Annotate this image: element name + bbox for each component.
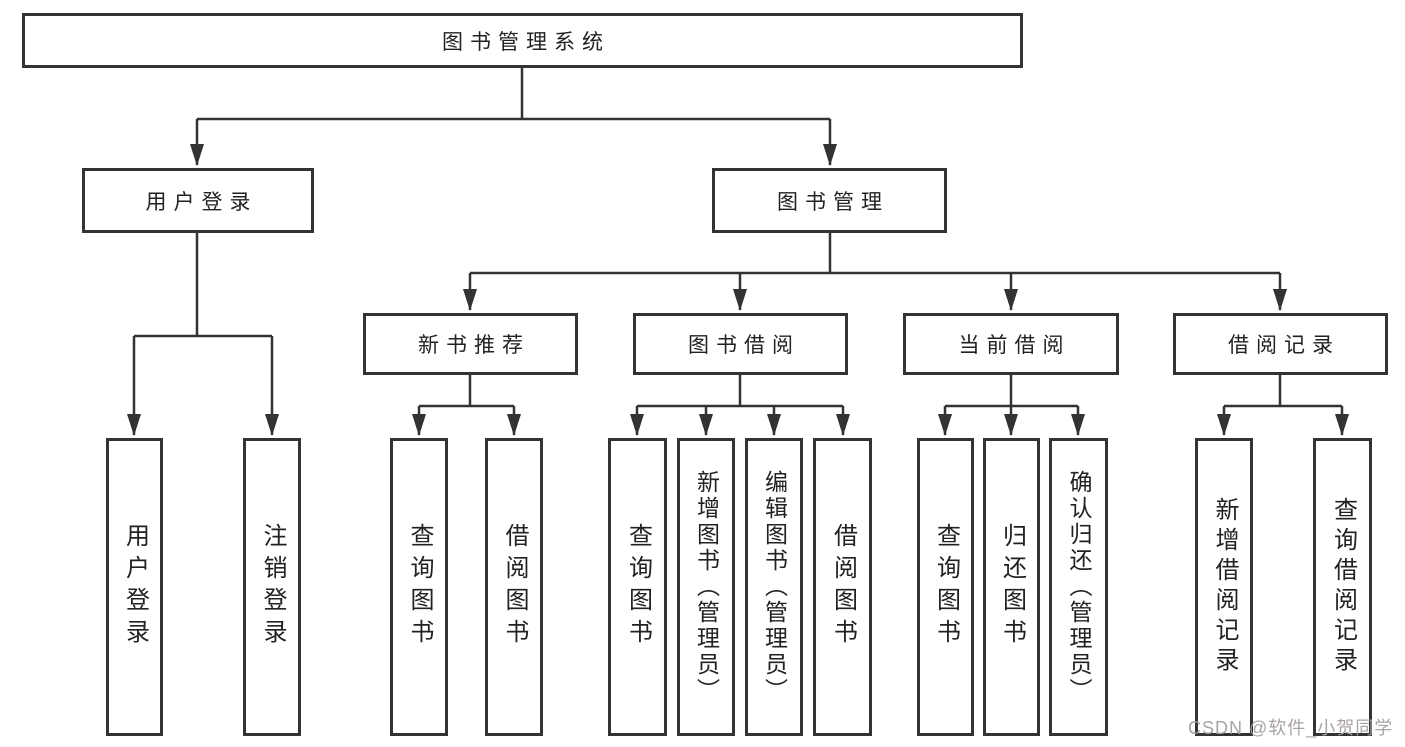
node-label: 借阅图书: [829, 523, 857, 651]
leaf-borrow-edit-books-admin: 编辑图书（管理员）: [745, 438, 803, 736]
edge-records-to-leaves: [1217, 375, 1349, 436]
node-new-book-recommend: 新书推荐: [363, 313, 578, 375]
leaf-recommend-query-books: 查询图书: [390, 438, 448, 736]
leaf-current-query-books: 查询图书: [917, 438, 974, 736]
node-label: 查询借阅记录: [1329, 497, 1357, 677]
node-label: 图书借阅: [688, 334, 800, 357]
edge-book-management-to-level3: [463, 233, 1287, 311]
leaf-recommend-borrow-books: 借阅图书: [485, 438, 543, 736]
leaf-user-login: 用户登录: [106, 438, 163, 736]
edge-current-to-leaves: [938, 375, 1085, 436]
node-label: 借阅记录: [1228, 334, 1340, 357]
node-label: 编辑图书（管理员）: [761, 470, 788, 704]
node-label: 当前借阅: [958, 334, 1071, 357]
node-user-login: 用户登录: [82, 168, 314, 233]
node-borrow-records: 借阅记录: [1173, 313, 1388, 375]
node-library-system: 图书管理系统: [22, 13, 1023, 68]
node-label: 新书推荐: [418, 334, 530, 357]
node-book-borrow: 图书借阅: [633, 313, 848, 375]
node-label: 新增借阅记录: [1211, 497, 1238, 677]
node-label: 图书管理系统: [442, 30, 610, 54]
edge-user-login-to-leaves: [127, 233, 279, 436]
leaf-borrow-borrow-books: 借阅图书: [813, 438, 872, 736]
leaf-borrow-query-books: 查询图书: [608, 438, 667, 736]
node-label: 归还图书: [998, 523, 1026, 651]
node-label: 新增图书（管理员）: [693, 470, 720, 704]
leaf-current-confirm-return-admin: 确认归还（管理员）: [1049, 438, 1108, 736]
node-label: 确认归还（管理员）: [1066, 470, 1092, 704]
leaf-records-query-record: 查询借阅记录: [1313, 438, 1372, 736]
node-label: 借阅图书: [501, 523, 528, 651]
csdn-watermark: CSDN @软件_小贺同学: [1188, 718, 1394, 738]
leaf-records-add-record: 新增借阅记录: [1195, 438, 1253, 736]
leaf-current-return-books: 归还图书: [983, 438, 1040, 736]
leaf-borrow-add-books-admin: 新增图书（管理员）: [677, 438, 735, 736]
node-label: 查询图书: [406, 523, 433, 651]
node-label: 用户登录: [121, 523, 149, 651]
node-label: 查询图书: [624, 523, 652, 651]
node-label: 注销登录: [259, 523, 286, 651]
edge-recommend-to-leaves: [412, 375, 521, 436]
node-book-management: 图书管理: [712, 168, 947, 233]
node-label: 图书管理: [777, 190, 889, 214]
edge-borrow-to-leaves: [630, 375, 850, 436]
node-label: 用户登录: [145, 190, 258, 214]
node-label: 查询图书: [932, 523, 960, 651]
leaf-logout: 注销登录: [243, 438, 301, 736]
node-current-borrow: 当前借阅: [903, 313, 1119, 375]
edge-root-to-level2: [190, 68, 837, 166]
